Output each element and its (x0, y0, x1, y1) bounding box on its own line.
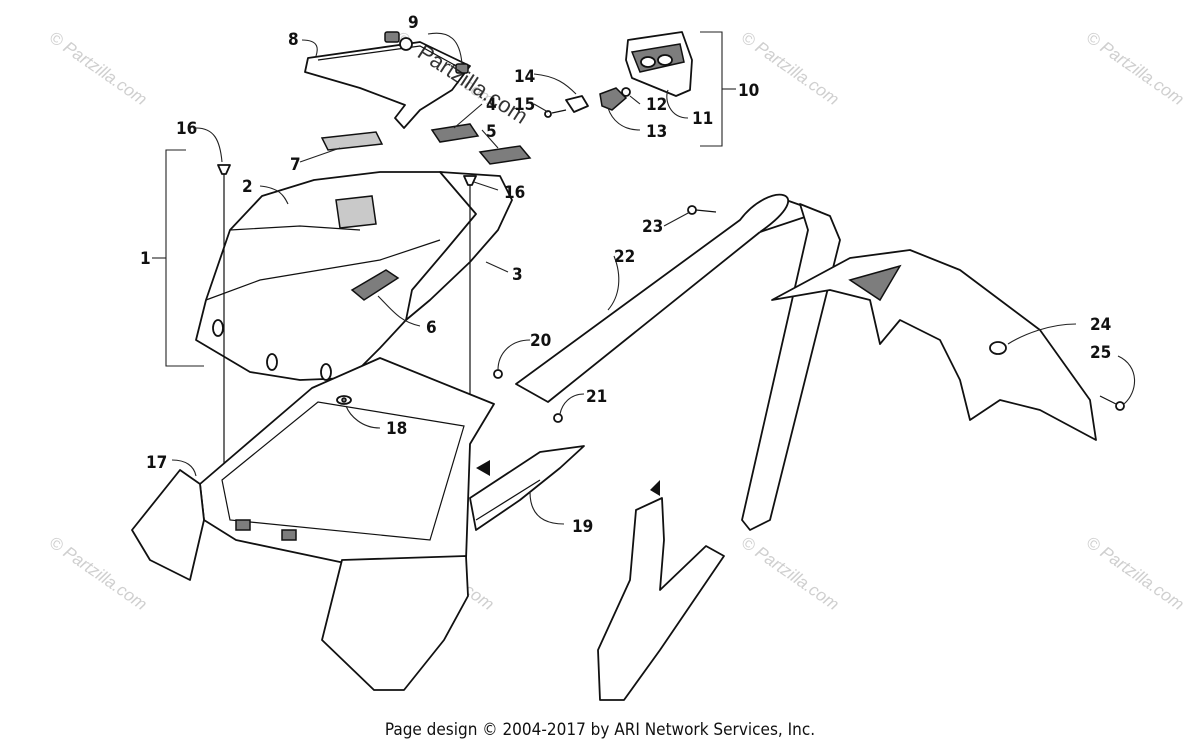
callout-16[interactable]: 16 (176, 119, 197, 139)
callout-15[interactable]: 15 (514, 95, 535, 115)
callout-25[interactable]: 25 (1090, 343, 1111, 363)
callout-16[interactable]: 16 (504, 183, 525, 203)
callout-11[interactable]: 11 (692, 109, 713, 129)
part-4-decal[interactable] (430, 123, 480, 143)
callout-labels: 1 2 3 4 5 6 7 8 9 10 11 12 13 14 15 16 1… (140, 13, 1111, 537)
callout-19[interactable]: 19 (572, 517, 593, 537)
part-22-bumper[interactable] (515, 193, 841, 531)
part-20-bolt[interactable] (493, 369, 503, 379)
watermark: © Partzilla.com (738, 533, 843, 614)
part-18-washer[interactable] (336, 395, 352, 405)
part-16-rivet[interactable] (463, 175, 477, 410)
part-14-gasket[interactable] (565, 95, 589, 113)
arrow-marker (650, 480, 660, 496)
part-15-screw[interactable] (544, 109, 567, 118)
part-21-nut[interactable] (553, 413, 563, 423)
callout-7[interactable]: 7 (290, 155, 301, 175)
callout-6[interactable]: 6 (426, 318, 437, 338)
part-19-side-guard[interactable] (469, 445, 725, 701)
callout-21[interactable]: 21 (586, 387, 607, 407)
part-9-fasteners[interactable] (384, 31, 469, 74)
watermark: © Partzilla.com (1083, 28, 1188, 109)
part-2-seat-cover[interactable] (195, 171, 499, 381)
callout-22[interactable]: 22 (614, 247, 635, 267)
leader-lines (171, 32, 1136, 525)
callout-9[interactable]: 9 (408, 13, 419, 33)
part-10-tail-light[interactable] (625, 31, 693, 97)
callout-24[interactable]: 24 (1090, 315, 1111, 335)
part-12-bulb-socket[interactable] (599, 87, 631, 111)
part-25-screw[interactable] (1099, 395, 1125, 411)
part-17-rear-tunnel[interactable] (131, 357, 495, 691)
part-24-flap-bracket[interactable] (771, 249, 1097, 441)
callout-17[interactable]: 17 (146, 453, 167, 473)
callout-14[interactable]: 14 (514, 67, 535, 87)
callout-18[interactable]: 18 (386, 419, 407, 439)
page-footer: Page design © 2004-2017 by ARI Network S… (384, 720, 816, 740)
part-3-rear-panel[interactable] (405, 171, 513, 321)
callout-10[interactable]: 10 (738, 81, 759, 101)
part-6-emblem[interactable] (350, 269, 400, 301)
callout-12[interactable]: 12 (646, 95, 667, 115)
watermark: © Partzilla.com (1083, 533, 1188, 614)
watermark: © Partzilla.com (46, 28, 151, 109)
callout-2[interactable]: 2 (242, 177, 253, 197)
part-23-bolt[interactable] (687, 205, 717, 215)
group-bracket-10 (700, 31, 736, 147)
part-7-decal[interactable] (320, 131, 384, 151)
part-8-cover-plate[interactable] (304, 41, 471, 129)
part-5-decal[interactable] (478, 145, 532, 165)
group-bracket-1 (152, 149, 204, 367)
callout-23[interactable]: 23 (642, 217, 663, 237)
watermark: © Partzilla.com (46, 533, 151, 614)
callout-4[interactable]: 4 (486, 95, 497, 115)
arrow-marker (476, 460, 490, 476)
callout-1[interactable]: 1 (140, 249, 151, 269)
callout-20[interactable]: 20 (530, 331, 551, 351)
callout-13[interactable]: 13 (646, 122, 667, 142)
callout-8[interactable]: 8 (288, 30, 299, 50)
callout-3[interactable]: 3 (512, 265, 523, 285)
callout-5[interactable]: 5 (486, 122, 497, 142)
